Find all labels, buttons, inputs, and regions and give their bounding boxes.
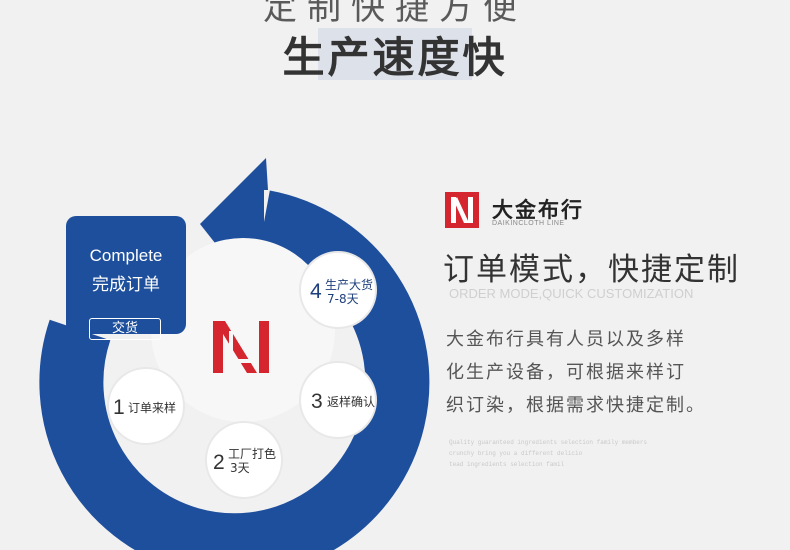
brand-logo-icon <box>445 192 479 228</box>
step-circle-2 <box>205 421 283 499</box>
step-4-duration: 7-8天 <box>327 292 359 306</box>
page-title: 生产速度快 <box>282 33 508 82</box>
step-2-number: 2 <box>213 451 225 474</box>
description-line: 大金布行具有人员以及多样 <box>446 329 686 350</box>
step-circle-3 <box>299 361 377 439</box>
description-line: 织订染，根据需求快捷定制。 <box>446 395 706 416</box>
step-3-number: 3 <box>311 390 323 413</box>
complete-label-cn: 完成订单 <box>92 275 160 295</box>
subheadline: ORDER MODE,QUICK CUSTOMIZATION <box>449 286 694 301</box>
title-highlight <box>318 28 472 80</box>
cycle-arrow <box>200 158 268 262</box>
step-2-text: 工厂打色 <box>228 447 277 461</box>
complete-box <box>66 216 186 334</box>
center-logo-icon <box>213 321 269 373</box>
step-3-text: 返样确认 <box>327 395 376 409</box>
step-circle-1 <box>107 367 185 445</box>
brand-name: 大金布行 <box>492 198 584 222</box>
description-line: 化生产设备，可根据来样订 <box>446 362 686 383</box>
deliver-tag: 交货 <box>89 318 161 340</box>
headline: 订单模式，快捷定制 <box>443 252 740 288</box>
top-partial-title: 定制快捷方便 <box>263 0 527 28</box>
step-4-number: 4 <box>310 280 322 303</box>
brand-name-en: DAIKINCLOTH LINE <box>492 220 565 227</box>
fine-print-line: tead ingredients selection famil <box>449 461 565 468</box>
fine-print-line: Quality guaranteed ingredients selection… <box>449 439 648 446</box>
step-1-text: 订单来样 <box>128 401 177 415</box>
step-4-text: 生产大货 <box>325 278 374 292</box>
inner-disk <box>151 238 335 422</box>
step-1-number: 1 <box>113 396 125 419</box>
fine-print-line: crunchy bring you a different delicio <box>449 450 583 457</box>
complete-label-en: Complete <box>89 246 163 265</box>
step-circle-4 <box>299 251 377 329</box>
step-2-duration: 3天 <box>230 461 250 475</box>
